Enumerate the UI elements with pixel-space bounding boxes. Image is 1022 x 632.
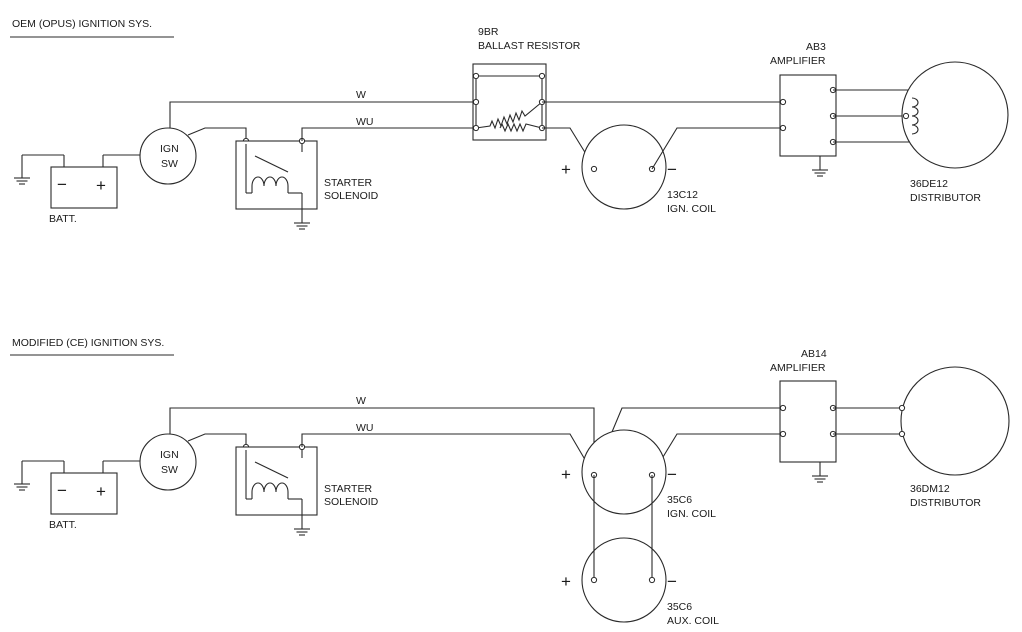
oem-title: OEM (OPUS) IGNITION SYS. bbox=[12, 18, 152, 30]
modified-aux-coil: + − 35C6 AUX. COIL bbox=[561, 475, 719, 627]
modified-battery-ground bbox=[14, 460, 65, 491]
modified-distributor-line2: DISTRIBUTOR bbox=[910, 497, 981, 509]
modified-battery-minus: − bbox=[57, 481, 67, 500]
modified-coil-line1: 35C6 bbox=[667, 494, 692, 506]
oem-coil-line1: 13C12 bbox=[667, 189, 698, 201]
modified-coil-line2: IGN. COIL bbox=[667, 508, 716, 520]
oem-coil-line2: IGN. COIL bbox=[667, 203, 716, 215]
oem-distributor: 36DE12 DISTRIBUTOR bbox=[901, 61, 1009, 204]
modified-amplifier-line1: AB14 bbox=[801, 348, 827, 360]
oem-system: OEM (OPUS) IGNITION SYS. − + BATT. IGN S… bbox=[10, 18, 1009, 230]
modified-wire-wu bbox=[301, 433, 595, 476]
modified-battery-label: BATT. bbox=[49, 519, 77, 531]
modified-system: MODIFIED (CE) IGNITION SYS. − + BATT. IG… bbox=[10, 337, 1010, 627]
oem-ign-switch: IGN SW bbox=[139, 127, 197, 185]
modified-ign-switch: IGN SW bbox=[139, 433, 197, 491]
oem-amplifier-line2: AMPLIFIER bbox=[770, 55, 826, 67]
modified-ign-switch-line2: SW bbox=[161, 464, 178, 476]
oem-battery-label: BATT. bbox=[49, 213, 77, 225]
oem-ballast-line2: BALLAST RESISTOR bbox=[478, 40, 581, 52]
modified-distributor-line1: 36DM12 bbox=[910, 483, 950, 495]
oem-amp-dist-wire-3 bbox=[833, 134, 913, 143]
oem-battery-ground bbox=[14, 154, 65, 185]
oem-starter-solenoid: STARTER SOLENOID bbox=[235, 140, 379, 230]
oem-solenoid-line2: SOLENOID bbox=[324, 190, 379, 202]
oem-switch-solenoid-wire bbox=[187, 127, 247, 141]
oem-amplifier: AB3 AMPLIFIER bbox=[770, 41, 837, 177]
modified-aux-coil-line1: 35C6 bbox=[667, 601, 692, 613]
oem-amplifier-line1: AB3 bbox=[806, 41, 826, 53]
oem-distributor-line1: 36DE12 bbox=[910, 178, 948, 190]
modified-amplifier-line2: AMPLIFIER bbox=[770, 362, 826, 374]
modified-aux-coil-line2: AUX. COIL bbox=[667, 615, 719, 627]
oem-wire-wu bbox=[301, 127, 476, 141]
oem-amp-dist-wire-1 bbox=[833, 89, 913, 98]
oem-wire-w bbox=[169, 101, 476, 128]
oem-ballast-line1: 9BR bbox=[478, 26, 499, 38]
oem-coil-minus: − bbox=[667, 160, 677, 179]
modified-amplifier: AB14 AMPLIFIER bbox=[770, 348, 837, 483]
oem-battery-minus: − bbox=[57, 175, 67, 194]
modified-aux-coil-plus: + bbox=[561, 572, 571, 591]
modified-distributor: 36DM12 DISTRIBUTOR bbox=[898, 366, 1010, 509]
modified-title: MODIFIED (CE) IGNITION SYS. bbox=[12, 337, 164, 349]
oem-coil-amp-wire bbox=[651, 127, 783, 170]
oem-ign-switch-line1: IGN bbox=[160, 143, 179, 155]
modified-starter-solenoid: STARTER SOLENOID bbox=[235, 446, 379, 536]
oem-battery-plus: + bbox=[96, 176, 106, 195]
modified-solenoid-line2: SOLENOID bbox=[324, 496, 379, 508]
modified-wire-w bbox=[169, 407, 595, 475]
oem-wire-wu-label: WU bbox=[356, 116, 374, 128]
modified-ign-switch-line1: IGN bbox=[160, 449, 179, 461]
oem-solenoid-line1: STARTER bbox=[324, 177, 372, 189]
modified-coil-minus: − bbox=[667, 465, 677, 484]
modified-solenoid-line1: STARTER bbox=[324, 483, 372, 495]
oem-coil-plus: + bbox=[561, 160, 571, 179]
oem-distributor-line2: DISTRIBUTOR bbox=[910, 192, 981, 204]
modified-wire-w-label: W bbox=[356, 395, 366, 407]
modified-ign-coil: + − 35C6 IGN. COIL bbox=[561, 429, 716, 520]
oem-ballast-resistor: 9BR BALLAST RESISTOR bbox=[472, 26, 581, 141]
modified-coil-plus: + bbox=[561, 465, 571, 484]
oem-battery: − + BATT. bbox=[49, 166, 118, 225]
oem-ign-coil: + − 13C12 IGN. COIL bbox=[561, 124, 716, 215]
modified-battery-plus: + bbox=[96, 482, 106, 501]
modified-aux-coil-minus: − bbox=[667, 572, 677, 591]
modified-battery: − + BATT. bbox=[49, 472, 118, 531]
modified-wire-wu-label: WU bbox=[356, 422, 374, 434]
oem-wire-w-label: W bbox=[356, 89, 366, 101]
oem-ign-switch-line2: SW bbox=[161, 158, 178, 170]
